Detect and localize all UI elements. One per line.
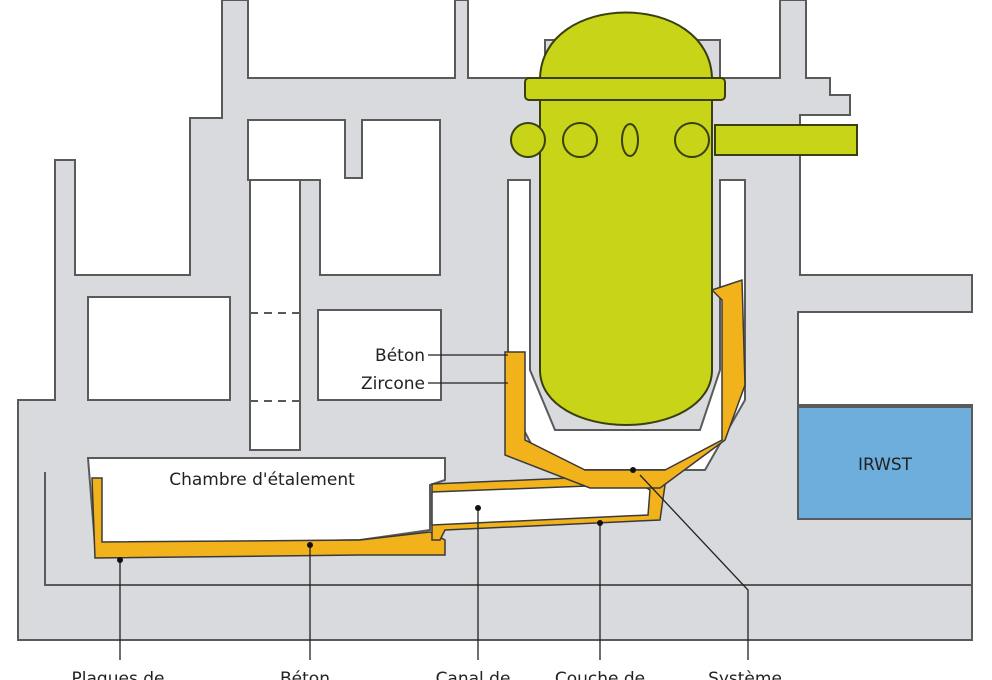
label-irwst: IRWST	[858, 455, 913, 475]
vessel-flange	[524, 77, 726, 101]
leader-lines	[119, 354, 749, 660]
label-plaques: Plaques de	[72, 669, 165, 680]
room-middle	[317, 309, 442, 401]
vessel-body	[539, 11, 713, 427]
label-beton-top: Béton	[375, 346, 425, 366]
vessel-nozzles	[510, 122, 710, 158]
lower-gallery-line	[44, 472, 972, 586]
leader-dots	[117, 467, 636, 563]
label-zircone: Zircone	[361, 374, 425, 394]
vessel-pipe-right	[714, 124, 858, 156]
label-couche: Couche de	[555, 669, 645, 680]
label-beton-bottom: Béton	[280, 669, 330, 680]
label-chambre: Chambre d'étalement	[169, 470, 355, 490]
room-cavities	[44, 119, 972, 586]
label-systeme: Système	[708, 669, 782, 680]
reactor-vessel	[524, 11, 858, 427]
room-left	[87, 296, 231, 401]
label-canal: Canal de	[436, 669, 511, 680]
shaft	[249, 179, 301, 451]
irwst-tank	[797, 406, 973, 520]
